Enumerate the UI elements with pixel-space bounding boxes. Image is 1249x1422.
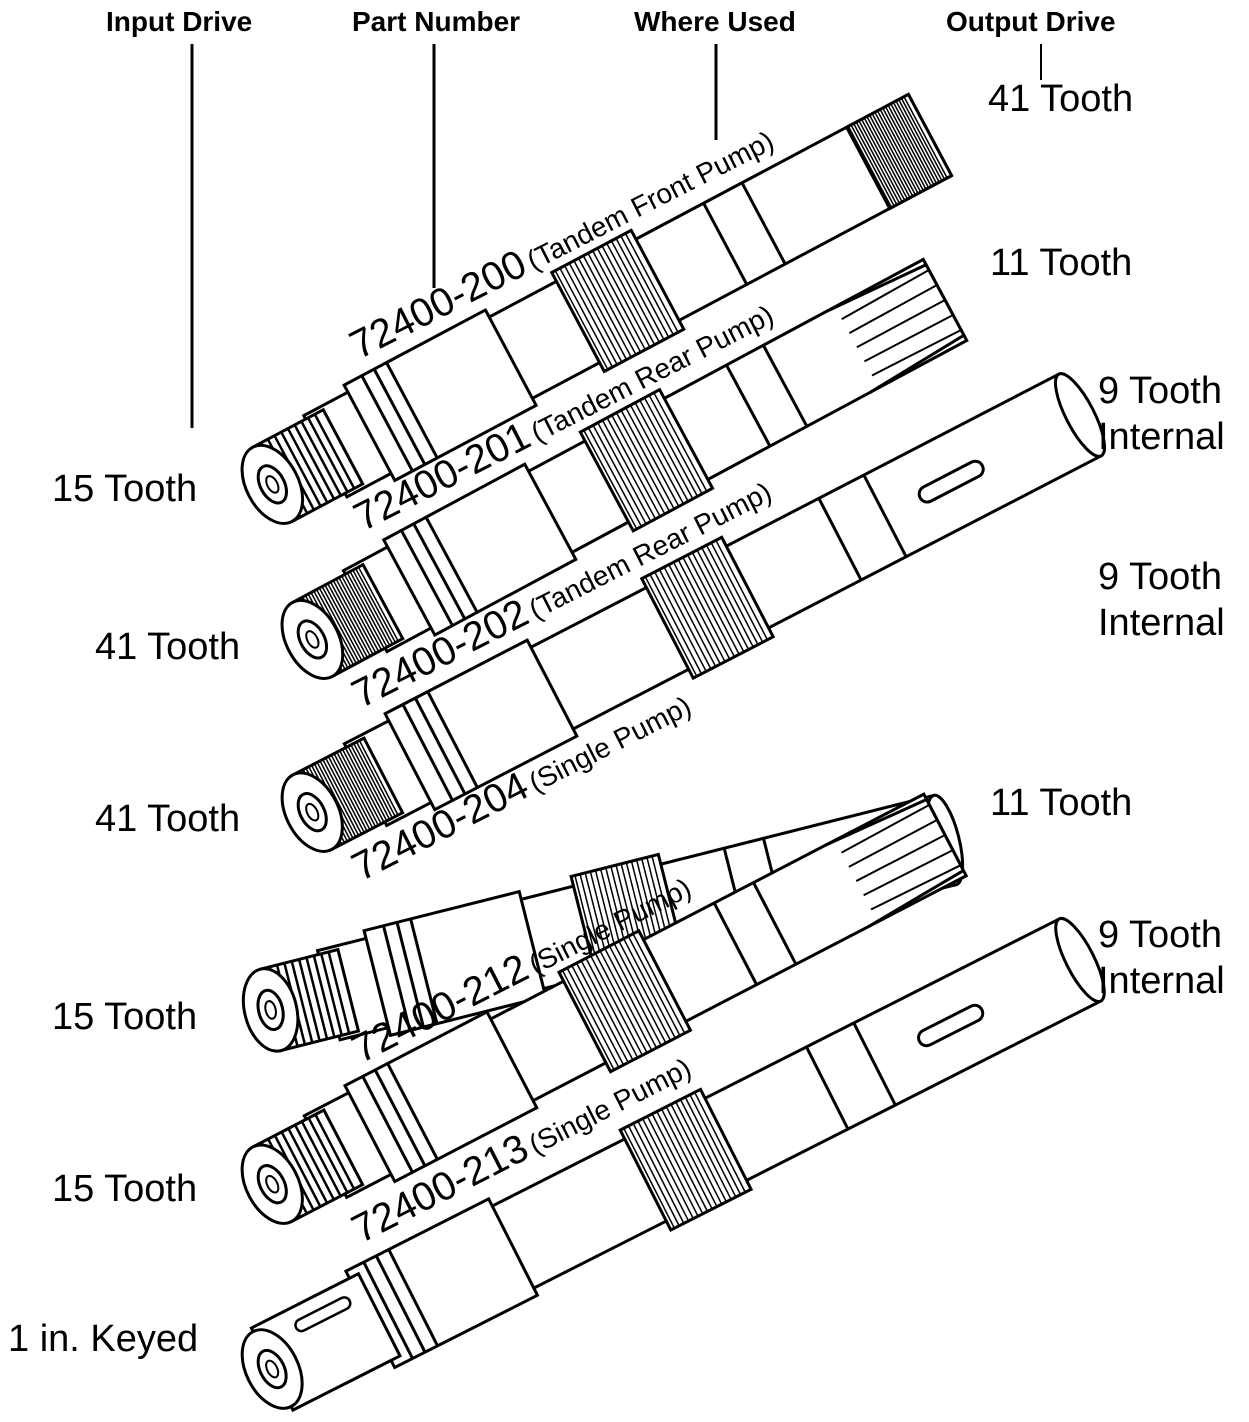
input-drive-label-0: 15 Tooth (52, 468, 198, 510)
input-drive-label-2: 41 Tooth (95, 798, 241, 840)
shaft-0 (240, 92, 954, 525)
output-drive-label-5-line2: Internal (1098, 960, 1225, 1002)
output-drive-label-1: 11 Tooth (990, 242, 1133, 284)
shaft-5 (240, 916, 1106, 1413)
output-drive-label-4: 11 Tooth (990, 782, 1133, 824)
input-drive-label-5: 1 in. Keyed (8, 1318, 199, 1360)
header-part-number: Part Number (352, 6, 521, 37)
output-drive-label-3-line1: 9 Tooth (1098, 556, 1222, 598)
output-drive-label-2-line2: Internal (1098, 416, 1225, 458)
output-drive-label-3-line2: Internal (1098, 602, 1225, 644)
header-where-used: Where Used (634, 6, 796, 37)
shaft-1 (280, 257, 969, 680)
shaft-2 (280, 372, 1107, 853)
shaft-3 (241, 793, 965, 1053)
input-drive-label-4: 15 Tooth (52, 1168, 198, 1210)
input-drive-label-1: 41 Tooth (95, 626, 241, 668)
shaft-4 (240, 792, 969, 1225)
header-output-drive: Output Drive (946, 6, 1116, 37)
input-drive-label-3: 15 Tooth (52, 996, 198, 1038)
output-drive-label-2-line1: 9 Tooth (1098, 370, 1222, 412)
output-drive-label-0: 41 Tooth (988, 78, 1134, 120)
output-drive-label-5-line1: 9 Tooth (1098, 914, 1222, 956)
header-input-drive: Input Drive (106, 6, 253, 37)
